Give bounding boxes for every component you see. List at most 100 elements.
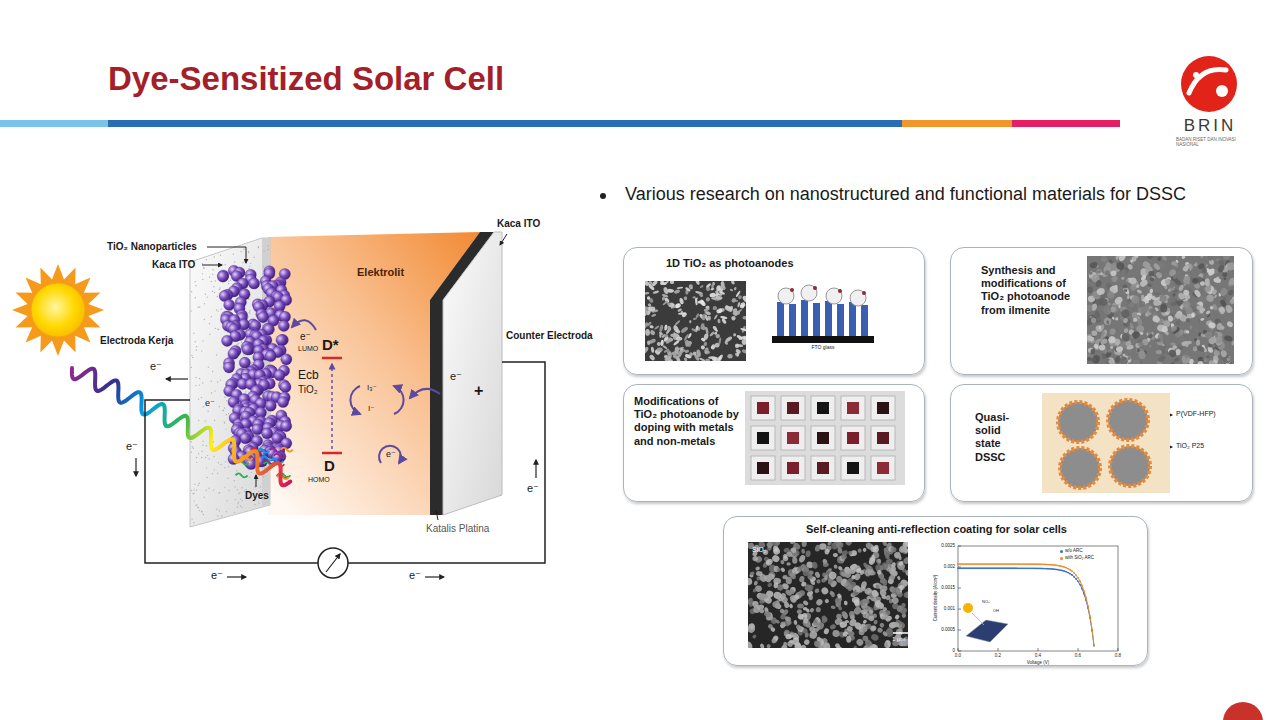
sem-image-ilmenite — [1205, 264, 1209, 267]
sem-image-sio2 — [855, 638, 864, 648]
sem-image-ilmenite — [1169, 314, 1176, 322]
sem-image-nanorods — [740, 302, 746, 308]
sem-image-nanorods — [742, 295, 746, 303]
sem-image-sio2 — [893, 551, 902, 560]
sem-image-nanorods — [718, 337, 721, 344]
glass-texture — [243, 354, 244, 355]
glass-texture — [217, 381, 218, 382]
glass-texture — [240, 499, 241, 500]
sem-image-sio2 — [858, 598, 867, 607]
sem-image-sio2 — [837, 605, 843, 611]
sem-image-sio2 — [833, 564, 838, 569]
jv-markers — [1037, 568, 1039, 570]
sem-image-ilmenite — [1096, 268, 1102, 274]
sem-image-ilmenite — [1225, 304, 1234, 314]
sem-image-sio2 — [798, 554, 806, 563]
glass-texture — [205, 457, 206, 458]
sem-image-sio2 — [759, 643, 765, 648]
sem-image-sio2 — [804, 566, 810, 573]
sem-image-ilmenite — [1228, 277, 1234, 287]
jv-curve-chart — [1078, 648, 1079, 651]
sem-image-ilmenite — [1176, 256, 1179, 259]
glass-texture — [196, 349, 197, 350]
glass-texture — [209, 323, 210, 324]
sem-image-nanorods — [717, 319, 721, 324]
jv-markers — [991, 567, 993, 569]
dye-molecules — [257, 449, 269, 453]
jv-curve-chart — [998, 648, 999, 651]
glass-texture — [195, 505, 196, 506]
jv-markers — [1015, 567, 1017, 569]
quasi-solid-schematic — [1108, 400, 1148, 440]
sem-image-sio2 — [765, 558, 774, 567]
glass-texture — [209, 334, 210, 335]
doped-samples-photo — [781, 426, 805, 450]
energy-levels — [322, 452, 342, 455]
glass-texture — [205, 293, 206, 294]
sem-image-sio2 — [780, 560, 785, 565]
quasi-solid-schematic — [1110, 446, 1150, 486]
glass-texture — [219, 288, 220, 289]
glass-texture — [234, 512, 235, 513]
sem-image-sio2 — [876, 569, 882, 575]
glass-texture — [198, 483, 199, 484]
glass-texture — [201, 350, 202, 351]
sem-image-ilmenite — [1182, 359, 1187, 364]
sem-image-ilmenite — [1231, 340, 1234, 346]
sem-image-ilmenite — [1149, 288, 1153, 294]
electron-flow-arrows — [292, 320, 316, 330]
sem-image-sio2 — [856, 587, 863, 593]
sem-image-ilmenite — [1178, 346, 1184, 350]
sem-image-nanorods — [674, 303, 681, 309]
dye-molecules — [274, 454, 286, 458]
sem-image-ilmenite — [1209, 360, 1215, 364]
sem-image-nanorods — [664, 355, 672, 361]
glass-texture — [206, 477, 207, 478]
sem-image-sio2 — [786, 562, 790, 565]
sem-image-nanorods — [667, 302, 672, 307]
glass-texture — [263, 251, 264, 252]
sem-image-ilmenite — [1138, 351, 1146, 359]
color-bar — [0, 120, 108, 127]
energy-levels — [322, 357, 342, 360]
dye-molecules — [236, 448, 293, 480]
light-wave — [72, 368, 290, 485]
glass-texture — [230, 279, 231, 280]
sem-image-ilmenite — [1087, 256, 1234, 364]
doped-samples-photo — [811, 426, 835, 450]
sem-image-ilmenite — [1195, 329, 1198, 333]
electron-flow-arrows — [350, 386, 360, 414]
glass-texture — [214, 420, 215, 421]
sem-image-sio2 — [782, 575, 787, 579]
sem-image-nanorods — [725, 336, 733, 343]
glass-texture — [195, 385, 196, 386]
sem-image-sio2 — [890, 546, 897, 553]
sem-image-ilmenite — [1110, 275, 1118, 283]
sem-image-nanorods — [731, 297, 737, 303]
jv-markers — [989, 567, 991, 569]
sem-image-sio2 — [771, 639, 776, 644]
jv-markers — [965, 567, 967, 569]
sem-image-nanorods — [705, 315, 709, 322]
sem-image-ilmenite — [1122, 284, 1127, 288]
sem-image-nanorods — [666, 325, 672, 331]
sem-image-sio2 — [803, 638, 811, 646]
sem-image-sio2 — [748, 542, 908, 648]
sem-image-ilmenite — [1181, 256, 1186, 259]
glass-texture — [237, 343, 238, 344]
glass-texture — [202, 273, 203, 274]
sem-image-ilmenite — [1190, 325, 1193, 329]
sem-image-sio2 — [850, 581, 856, 588]
sem-image-nanorods — [645, 329, 650, 336]
sem-image-ilmenite — [1136, 312, 1141, 316]
sem-image-sio2 — [778, 595, 784, 601]
glass-texture — [198, 399, 199, 400]
jv-curve-chart — [958, 630, 961, 631]
doped-samples-photo — [817, 402, 829, 414]
dye-molecules — [270, 448, 282, 452]
sem-image-sio2 — [796, 608, 802, 614]
sem-image-ilmenite — [1140, 304, 1150, 314]
sem-image-nanorods — [663, 287, 669, 295]
doped-samples-photo — [877, 432, 889, 444]
sem-image-nanorods — [659, 334, 662, 338]
